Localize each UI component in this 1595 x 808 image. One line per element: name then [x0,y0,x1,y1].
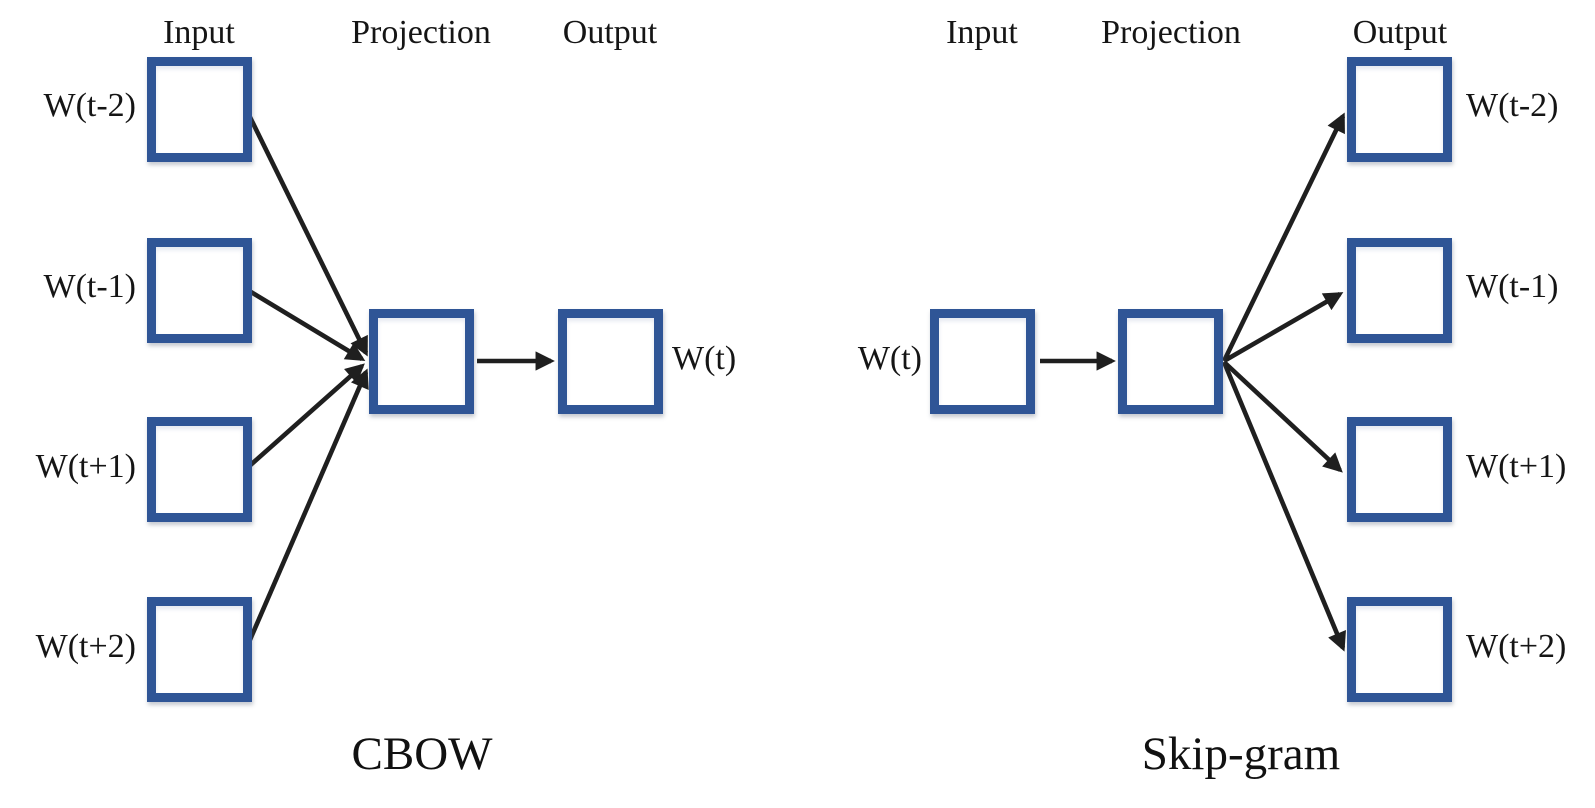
skipgram-header-projection: Projection [1101,14,1241,51]
cbow-input-box-1 [147,57,252,162]
skipgram-header-output: Output [1352,14,1448,51]
skipgram-projection-box [1118,309,1223,414]
cbow-input-box-3 [147,417,252,522]
cbow-arrow-input3-to-projection [244,363,365,471]
cbow-header-output: Output [562,14,658,51]
skipgram-input-label: W(t) [857,340,922,377]
skipgram-output-label-2: W(t-1) [1466,268,1559,305]
skipgram-title: Skip-gram [1141,728,1341,780]
cbow-header-input: Input [163,14,235,51]
skipgram-output-box-4 [1347,597,1452,702]
cbow-title: CBOW [351,728,493,780]
cbow-input-label-2: W(t-1) [43,268,136,305]
skipgram-arrow-projection-to-output1 [1221,112,1346,363]
cbow-arrow-input2-to-projection [244,287,366,361]
cbow-output-label: W(t) [672,340,737,377]
cbow-arrow-input4-to-projection [243,368,369,650]
skipgram-output-box-1 [1347,57,1452,162]
skipgram-output-box-3 [1347,417,1452,522]
skipgram-arrow-projection-to-output4 [1221,361,1346,652]
cbow-output-box [558,309,663,414]
cbow-input-label-1: W(t-2) [43,87,136,124]
cbow-input-box-4 [147,597,252,702]
skipgram-header-input: Input [946,14,1018,51]
skipgram-output-box-2 [1347,238,1452,343]
skipgram-input-box [930,309,1035,414]
cbow-header-projection: Projection [351,14,491,51]
skipgram-output-label-1: W(t-2) [1466,87,1559,124]
cbow-input-label-4: W(t+2) [35,628,136,665]
skipgram-arrow-projection-to-output2 [1222,292,1344,363]
cbow-input-label-3: W(t+1) [35,448,136,485]
skipgram-output-label-3: W(t+1) [1466,448,1567,485]
cbow-input-box-2 [147,238,252,343]
cbow-projection-box [369,309,474,414]
skipgram-output-label-4: W(t+2) [1466,628,1567,665]
cbow-arrow-input1-to-projection [243,107,369,357]
skipgram-arrow-projection-to-output3 [1222,360,1343,473]
